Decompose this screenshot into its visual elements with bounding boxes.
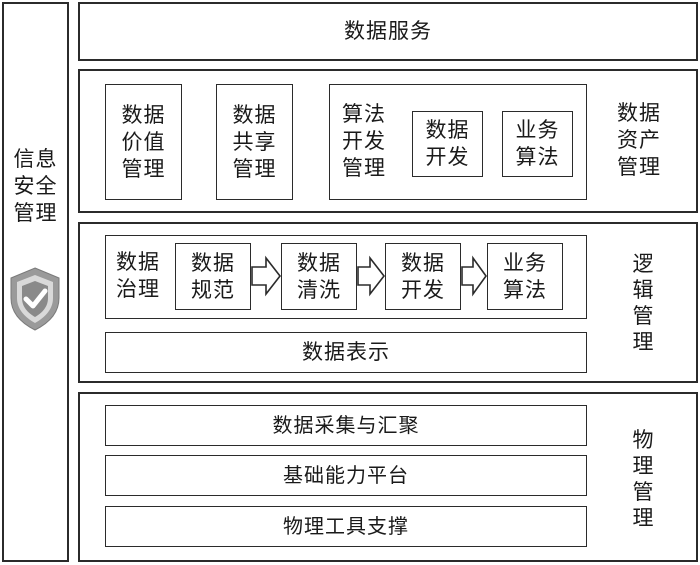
data-service-box: 数据服务 xyxy=(78,2,698,61)
arrow-right-icon xyxy=(461,255,487,297)
asset-data-dev-box: 数据 开发 xyxy=(412,111,483,177)
step-data-dev-box: 数据 开发 xyxy=(385,243,461,310)
basic-capability-platform-box: 基础能力平台 xyxy=(105,455,587,496)
step-data-spec-box: 数据 规范 xyxy=(175,243,251,310)
data-service-label: 数据服务 xyxy=(344,19,432,43)
shield-check-icon xyxy=(10,267,60,331)
logic-management-label: 逻 辑 管 理 xyxy=(632,252,654,354)
data-value-management-box: 数据 价值 管理 xyxy=(105,84,182,200)
data-asset-management-label: 数据 资产 管理 xyxy=(617,101,661,179)
asset-business-algo-box: 业务 算法 xyxy=(502,111,573,177)
data-sharing-management-box: 数据 共享 管理 xyxy=(216,84,293,200)
physical-tools-support-label: 物理工具支撑 xyxy=(283,514,409,538)
basic-capability-platform-label: 基础能力平台 xyxy=(283,463,409,487)
info-security-label: 信息 安全 管理 xyxy=(13,147,58,225)
physical-tools-support-box: 物理工具支撑 xyxy=(105,506,587,547)
step-data-cleaning-box: 数据 清洗 xyxy=(281,243,357,310)
algorithm-dev-management-label: 算法 开发 管理 xyxy=(342,102,386,180)
arrow-right-icon xyxy=(357,255,386,297)
data-collection-box: 数据采集与汇聚 xyxy=(105,405,587,446)
arrow-right-icon xyxy=(251,255,282,297)
data-collection-label: 数据采集与汇聚 xyxy=(272,413,420,437)
data-representation-label: 数据表示 xyxy=(302,340,390,364)
step-business-algo-box: 业务 算法 xyxy=(487,243,563,310)
data-governance-label: 数据 治理 xyxy=(116,250,160,301)
data-representation-box: 数据表示 xyxy=(105,332,587,373)
physical-management-label: 物 理 管 理 xyxy=(632,428,654,530)
